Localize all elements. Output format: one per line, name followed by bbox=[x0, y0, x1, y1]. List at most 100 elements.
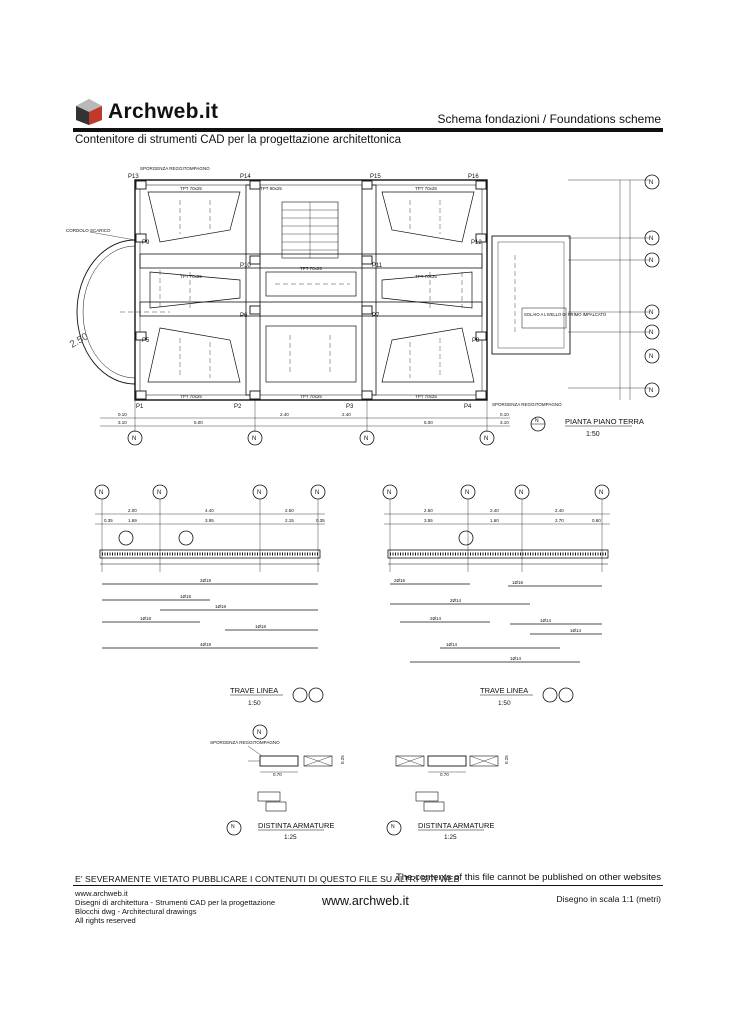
footer-site: www.archweb.it bbox=[75, 889, 128, 898]
rebar-label: 1Ø18 bbox=[180, 594, 192, 599]
dimension-label: 0.35 bbox=[316, 518, 325, 523]
dimension-label: 1.60 bbox=[490, 518, 499, 523]
footer-line: Blocchi dwg - Architectural drawings bbox=[75, 907, 197, 916]
beam-label: TPT 90x25 bbox=[260, 186, 282, 191]
axis-tag: N bbox=[535, 418, 539, 424]
axis-tag: N bbox=[484, 436, 488, 442]
copyright-warning: E' SEVERAMENTE VIETATO PUBBLICARE I CONT… bbox=[75, 874, 460, 884]
rebar-label: 1Ø18 bbox=[215, 604, 227, 609]
axis-tag: N bbox=[257, 730, 261, 736]
dimension-label: 1.69 bbox=[128, 518, 137, 523]
beam-detail-left: N N N N 2.00 4.40 2.50 0.35 1.69 3.95 2.… bbox=[94, 484, 326, 707]
sporgenza-top-label: SPORGENZA REGGITOMPAGNO bbox=[140, 166, 210, 171]
dimension-label: 0.35 bbox=[104, 518, 113, 523]
section-detail-right: 0.70 0.25 N DISTINTA ARMATURE 1:25 bbox=[386, 755, 509, 841]
pillar-label: P11 bbox=[372, 263, 383, 269]
pillar-label: P7 bbox=[372, 313, 380, 319]
dimension-label: 0.60 bbox=[592, 518, 601, 523]
axis-tag: N bbox=[257, 490, 261, 496]
section-detail-left: N SPORGENZA REGGITOMPAGNO 0.70 0.25 N DI… bbox=[210, 724, 345, 841]
dimension-label: 3.10 bbox=[118, 420, 127, 425]
section-note: SPORGENZA REGGITOMPAGNO bbox=[210, 740, 280, 745]
pillar-label: P15 bbox=[370, 174, 381, 180]
pillar-label: P5 bbox=[142, 338, 150, 344]
axis-tag: N bbox=[649, 236, 653, 242]
header-rule bbox=[73, 128, 663, 132]
axis-tag: N bbox=[649, 388, 653, 394]
section-height: 0.25 bbox=[340, 755, 345, 764]
beam-scale: 1:50 bbox=[498, 700, 511, 707]
brand-name: Archweb.it bbox=[108, 100, 219, 123]
footer-url-link[interactable]: www.archweb.it bbox=[322, 894, 409, 908]
pillar-label: P16 bbox=[468, 174, 479, 180]
axis-tag: N bbox=[315, 490, 319, 496]
beam-detail-right: N N N N 2.50 2.40 2.40 3.55 1.60 2.70 0.… bbox=[382, 484, 610, 707]
rebar-label: 1Ø18 bbox=[255, 624, 267, 629]
axis-tag: N bbox=[649, 354, 653, 360]
axis-tag: N bbox=[599, 490, 603, 496]
axis-tag: N bbox=[231, 824, 235, 830]
axis-tag: N bbox=[649, 258, 653, 264]
dimension-label: 2.40 bbox=[342, 412, 351, 417]
axis-tag: N bbox=[649, 310, 653, 316]
cordolo-label: CORDOLO SCARICO bbox=[66, 228, 111, 233]
section-title: DISTINTA ARMATURE bbox=[418, 821, 494, 830]
beam-label: TPT 70x25 bbox=[415, 274, 437, 279]
drawing-scale: Disegno in scala 1:1 (metri) bbox=[556, 894, 661, 904]
dimension-label: 2.50 bbox=[285, 508, 294, 513]
dimension-label: 3.10 bbox=[500, 420, 509, 425]
diagonal-dimension: 2.50 bbox=[68, 331, 91, 350]
pillar-label: P14 bbox=[240, 174, 251, 180]
pillar-label: P3 bbox=[346, 404, 354, 410]
section-width: 0.70 bbox=[273, 772, 282, 777]
rebar-label: 1Ø14 bbox=[570, 628, 582, 633]
beam-label: TPT 70x25 bbox=[300, 266, 322, 271]
axis-tag: N bbox=[391, 824, 395, 830]
section-title: DISTINTA ARMATURE bbox=[258, 821, 334, 830]
plan-scale: 1:50 bbox=[586, 431, 600, 438]
axis-tag: N bbox=[99, 490, 103, 496]
dimension-label: 4.40 bbox=[205, 508, 214, 513]
beam-label: TPT 70x25 bbox=[415, 186, 437, 191]
beam-label: TPT 70x25 bbox=[415, 394, 437, 399]
dimension-label: 0.10 bbox=[500, 412, 509, 417]
dimension-label: 3.55 bbox=[424, 518, 433, 523]
solaio-label: SOLAIO A LIVELLO DI PRIMO IMPALCATO bbox=[524, 312, 607, 317]
axis-tag: N bbox=[465, 490, 469, 496]
axis-tag: N bbox=[649, 330, 653, 336]
rebar-label: 1Ø18 bbox=[140, 616, 152, 621]
dimension-label: 2.15 bbox=[285, 518, 294, 523]
axis-tag: N bbox=[132, 436, 136, 442]
dimension-label: 2.00 bbox=[128, 508, 137, 513]
section-width: 0.70 bbox=[440, 772, 449, 777]
rebar-label: 2Ø14 bbox=[430, 616, 442, 621]
pillar-label: P13 bbox=[128, 174, 139, 180]
rebar-label: 2Ø18 bbox=[200, 578, 212, 583]
dimension-label: 2.40 bbox=[555, 508, 564, 513]
foundation-plan: 2.50 CORDOLO SCARICO bbox=[66, 166, 660, 446]
rebar-label: 2Ø14 bbox=[450, 598, 462, 603]
pillar-label: P1 bbox=[136, 404, 144, 410]
pillar-label: P6 bbox=[240, 313, 248, 319]
beam-label: TPT 70x25 bbox=[180, 274, 202, 279]
beam-scale: 1:50 bbox=[248, 700, 261, 707]
dimension-label: 2.70 bbox=[555, 518, 564, 523]
dimension-label: 5.00 bbox=[194, 420, 203, 425]
footer-rule bbox=[73, 885, 663, 886]
pillar-label: P4 bbox=[464, 404, 472, 410]
page-title: Schema fondazioni / Foundations scheme bbox=[437, 112, 661, 126]
dimension-label: 2.50 bbox=[424, 508, 433, 513]
page-subtitle: Contenitore di strumenti CAD per la prog… bbox=[75, 134, 402, 146]
pillar-label: P9 bbox=[142, 240, 150, 246]
axis-tag: N bbox=[252, 436, 256, 442]
rebar-label: 1Ø14 bbox=[510, 656, 522, 661]
dimension-label: 2.40 bbox=[490, 508, 499, 513]
axis-tag: N bbox=[364, 436, 368, 442]
archweb-logo-icon bbox=[76, 99, 102, 125]
beam-label: TPT 70x25 bbox=[180, 186, 202, 191]
rebar-label: 1Ø14 bbox=[446, 642, 458, 647]
footer-line: All rights reserved bbox=[75, 916, 136, 925]
axis-tag: N bbox=[387, 490, 391, 496]
rebar-label: 4Ø18 bbox=[200, 642, 212, 647]
axis-tag: N bbox=[157, 490, 161, 496]
